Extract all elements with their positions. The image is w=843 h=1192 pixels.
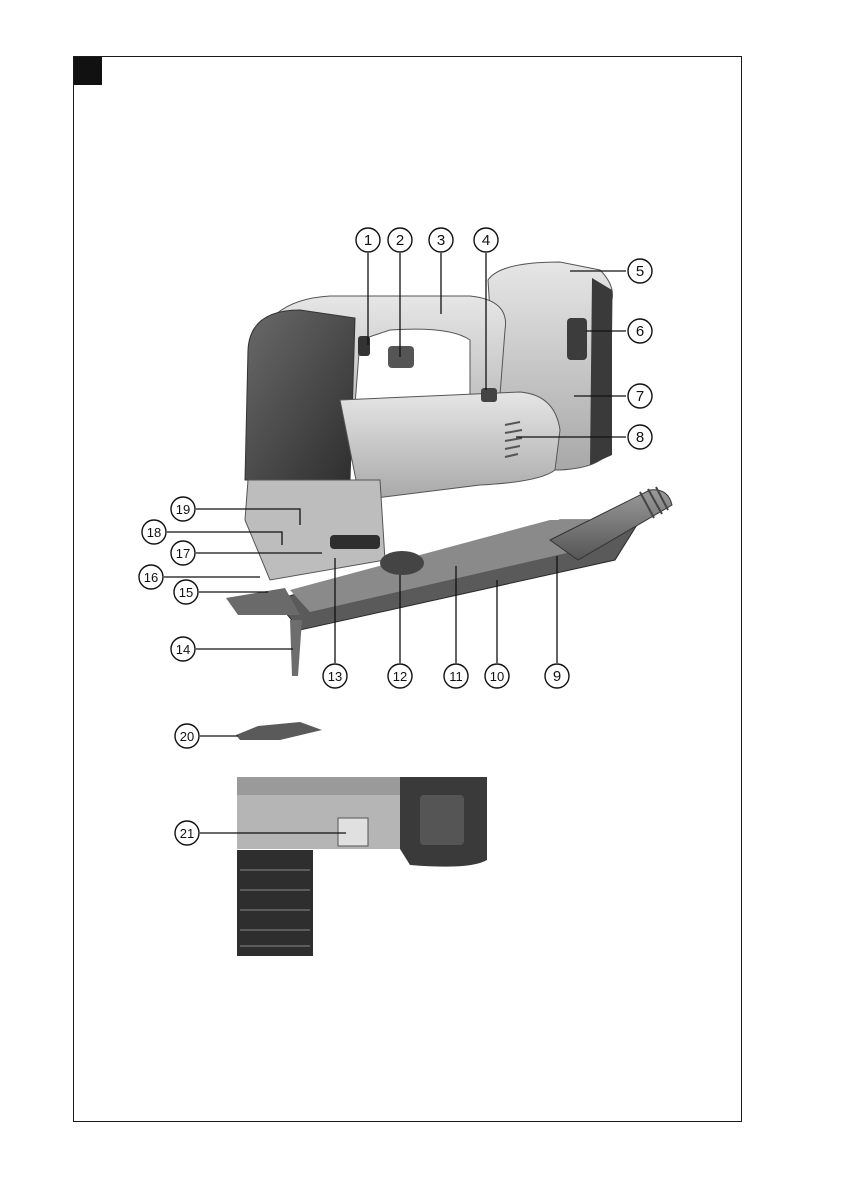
svg-text:16: 16 (144, 570, 158, 585)
detail-latch (338, 818, 368, 846)
callout-2: 2 (388, 228, 412, 252)
saw-blade (290, 620, 302, 676)
speed-switch (481, 388, 497, 402)
svg-text:3: 3 (437, 232, 445, 249)
orbital-lever (330, 535, 380, 549)
base-plate-knob (380, 551, 424, 575)
detail-base (237, 850, 313, 956)
callout-4: 4 (474, 228, 498, 252)
svg-text:20: 20 (180, 729, 194, 744)
callout-8: 8 (628, 425, 652, 449)
callout-19: 19 (171, 497, 195, 521)
svg-text:10: 10 (490, 669, 504, 684)
callout-16: 16 (139, 565, 163, 589)
svg-text:2: 2 (396, 232, 404, 249)
svg-text:18: 18 (147, 525, 161, 540)
callout-15: 15 (174, 580, 198, 604)
callout-1: 1 (356, 228, 380, 252)
svg-text:9: 9 (553, 668, 561, 685)
callout-14: 14 (171, 637, 195, 661)
callout-21: 21 (175, 821, 199, 845)
detail-view (237, 777, 487, 956)
svg-text:12: 12 (393, 669, 407, 684)
callout-13: 13 (323, 664, 347, 688)
callout-6: 6 (628, 319, 652, 343)
svg-text:6: 6 (636, 323, 644, 340)
jigsaw-tool (226, 262, 672, 676)
battery-release-button (567, 318, 587, 360)
callout-3: 3 (429, 228, 453, 252)
svg-text:5: 5 (636, 263, 644, 280)
callout-5: 5 (628, 259, 652, 283)
svg-text:14: 14 (176, 642, 190, 657)
svg-text:4: 4 (482, 232, 490, 249)
callout-17: 17 (171, 541, 195, 565)
callout-18: 18 (142, 520, 166, 544)
svg-text:19: 19 (176, 502, 190, 517)
svg-text:1: 1 (364, 232, 372, 249)
svg-text:21: 21 (180, 826, 194, 841)
trigger-switch (388, 346, 414, 368)
callout-20: 20 (175, 724, 199, 748)
detail-window (420, 795, 464, 845)
anti-splinter-insert (236, 722, 322, 740)
svg-text:7: 7 (636, 388, 644, 405)
front-housing (245, 310, 355, 480)
svg-text:13: 13 (328, 669, 342, 684)
callout-7: 7 (628, 384, 652, 408)
callout-9: 9 (545, 664, 569, 688)
callout-11: 11 (444, 664, 468, 688)
svg-text:15: 15 (179, 585, 193, 600)
callout-10: 10 (485, 664, 509, 688)
svg-text:11: 11 (449, 669, 463, 684)
callout-12: 12 (388, 664, 412, 688)
svg-text:8: 8 (636, 429, 644, 446)
blade-holder-housing (245, 480, 385, 580)
svg-text:17: 17 (176, 546, 190, 561)
